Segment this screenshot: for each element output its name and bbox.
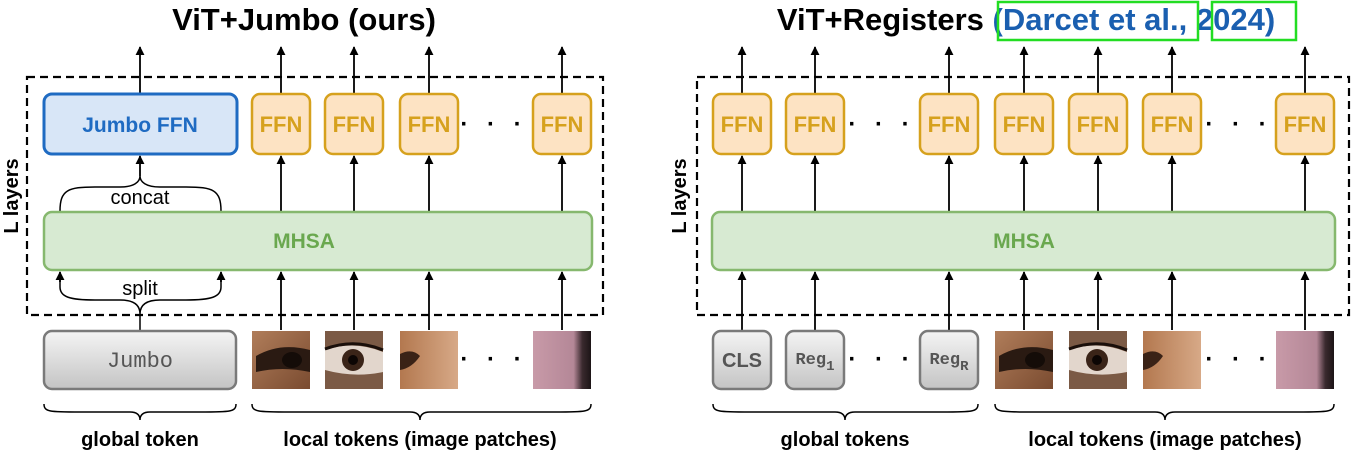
image-patch: [324, 331, 384, 389]
register-token-r-label: RegR: [929, 351, 969, 375]
ffn-label: FFN: [1003, 112, 1046, 137]
global-tokens-brace: [712, 403, 979, 421]
mhsa-block: [42, 210, 594, 272]
citation-year-highlight: [1210, 0, 1298, 42]
ffn-block: FFN: [323, 92, 385, 156]
reg-label: Reg: [929, 351, 960, 370]
citation-separator: ,: [1179, 2, 1196, 37]
ffn-label: FFN: [794, 112, 837, 137]
citation-author-link[interactable]: Darcet et al.: [1003, 2, 1179, 37]
ffn-label: FFN: [928, 112, 971, 137]
ffn-label: FFN: [541, 112, 584, 137]
output-arrows: [737, 46, 1310, 93]
image-patch: [533, 331, 591, 389]
global-token-brace: [43, 403, 237, 421]
right-title: ViT+Registers (Darcet et al., 2024): [777, 2, 1275, 37]
ffn-label: FFN: [1151, 112, 1194, 137]
local-tokens-brace: [251, 403, 592, 421]
left-title: ViT+Jumbo (ours): [172, 2, 436, 37]
register-ellipsis: · · ·: [848, 346, 915, 373]
ffn-label: FFN: [1077, 112, 1120, 137]
concat-label: concat: [111, 187, 170, 209]
layers-dashed-box: [695, 75, 1351, 317]
patch-ellipsis: · · ·: [1205, 346, 1272, 373]
jumbo-ffn-block: [42, 92, 239, 156]
ffn-block: FFN: [250, 92, 312, 156]
ffn-block: FFN: [784, 92, 846, 156]
mhsa-to-ffn-arrows: [737, 155, 1310, 211]
local-tokens-label: local tokens (image patches): [283, 429, 556, 451]
layers-dashed-box: [25, 75, 605, 317]
register-token-r: [918, 329, 980, 391]
ffn-block: FFN: [918, 92, 980, 156]
l-layers-label: L layers: [669, 158, 691, 233]
citation-close: ): [1265, 2, 1275, 37]
jumbo-token: [42, 329, 238, 391]
image-patch: [995, 331, 1053, 389]
mhsa-label: MHSA: [993, 230, 1055, 253]
image-patch: [252, 331, 310, 389]
mhsa-label: MHSA: [273, 230, 335, 253]
mhsa-to-ffn-arrows: [276, 155, 567, 211]
image-patch: [1276, 331, 1334, 389]
reg-subscript: R: [960, 359, 969, 375]
ffn-label: FFN: [721, 112, 764, 137]
image-patch: [1068, 331, 1128, 389]
local-tokens-brace: [994, 403, 1335, 421]
ffn-block: FFN: [711, 92, 773, 156]
ffn-ellipsis: · · ·: [848, 111, 915, 138]
right-title-main: ViT+Registers: [777, 2, 993, 37]
token-to-mhsa-arrows: [737, 271, 1310, 330]
ffn-ellipsis: · · ·: [1205, 111, 1272, 138]
citation-author-highlight: [996, 0, 1200, 42]
cls-token-label: CLS: [722, 350, 762, 372]
local-tokens-label: local tokens (image patches): [1028, 429, 1301, 451]
citation-year-link[interactable]: 2024: [1196, 2, 1266, 37]
cls-token: [711, 329, 773, 391]
ffn-ellipsis: · · ·: [460, 111, 527, 138]
ffn-label: FFN: [1284, 112, 1327, 137]
image-patch: [400, 331, 458, 389]
mhsa-block: [710, 210, 1337, 272]
output-arrows: [135, 46, 567, 93]
ffn-block: FFN: [993, 92, 1055, 156]
ffn-label: FFN: [333, 112, 376, 137]
ffn-block: FFN: [1141, 92, 1203, 156]
split-label: split: [122, 278, 158, 300]
image-patch: [1143, 331, 1201, 389]
reg-subscript: 1: [826, 359, 834, 375]
token-to-mhsa-arrows: [276, 271, 567, 330]
ffn-block: FFN: [1274, 92, 1336, 156]
ffn-label: FFN: [408, 112, 451, 137]
global-token-label: global token: [81, 429, 199, 451]
ffn-block: FFN: [398, 92, 460, 156]
ffn-block: FFN: [531, 92, 593, 156]
ffn-block: FFN: [1067, 92, 1129, 156]
register-token-1: [784, 329, 846, 391]
jumbo-ffn-label: Jumbo FFN: [82, 114, 198, 137]
jumbo-token-label: Jumbo: [107, 349, 173, 374]
register-token-1-label: Reg1: [795, 351, 834, 375]
l-layers-label: L layers: [1, 158, 23, 233]
patch-ellipsis: · · ·: [460, 346, 527, 373]
global-tokens-label: global tokens: [781, 429, 910, 451]
ffn-label: FFN: [260, 112, 303, 137]
reg-label: Reg: [795, 351, 826, 370]
right-panel: ViT+Registers (Darcet et al., 2024) L la…: [669, 0, 1351, 451]
left-panel: ViT+Jumbo (ours) L layers Jumbo FFN FFN …: [1, 2, 605, 451]
